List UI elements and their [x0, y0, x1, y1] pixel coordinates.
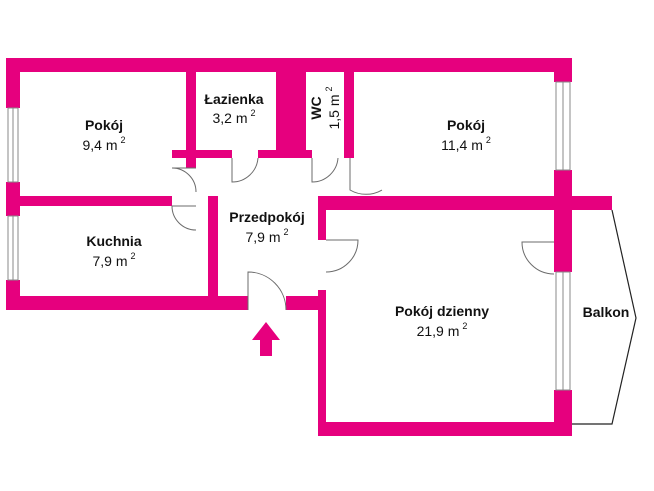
- room-name: Przedpokój: [229, 209, 304, 225]
- wall-left-upper: [6, 58, 20, 108]
- room-area: 1,5 m: [326, 95, 342, 130]
- wall-bottom-hall: [286, 296, 326, 310]
- room-name: Pokój: [447, 117, 485, 133]
- room-label-przedpokoj: Przedpokój 7,9 m 2: [229, 209, 304, 245]
- wall-bottom-left: [6, 296, 248, 310]
- wall-left-rooms-upper: [186, 58, 196, 168]
- svg-text:21,9 m2: 21,9 m2: [417, 321, 468, 339]
- door-pokoj-1: [171, 167, 197, 193]
- windows: [7, 81, 571, 391]
- room-name: WC: [308, 96, 324, 119]
- unit-exponent: 2: [251, 108, 256, 118]
- room-label-lazienka: Łazienka 3,2 m 2: [204, 91, 263, 126]
- wall-hall-top-left: [172, 150, 232, 158]
- doors: [171, 157, 555, 311]
- room-label-balkon: Balkon: [583, 304, 630, 320]
- room-label-pokoj-1: Pokój 9,4 m 2: [82, 117, 125, 153]
- unit-exponent: 2: [462, 321, 467, 331]
- door-kuchnia: [171, 205, 197, 231]
- wall-right-lower-door: [554, 242, 572, 272]
- door-lazienka: [231, 157, 259, 183]
- wall-lazienka-bottom: [258, 150, 306, 158]
- room-area: 7,9 m: [92, 253, 127, 269]
- wall-right-lower: [554, 390, 572, 436]
- door-wc: [311, 157, 339, 183]
- wall-pokoj-dzienny-top-right: [554, 196, 612, 210]
- room-name: Pokój: [85, 117, 123, 133]
- unit-exponent: 2: [284, 227, 289, 237]
- room-area: 21,9 m: [417, 323, 460, 339]
- room-label-wc: WC 1,5 m 2: [308, 86, 342, 129]
- door-balkon: [521, 241, 555, 275]
- room-name: Łazienka: [204, 91, 263, 107]
- room-label-kuchnia: Kuchnia 7,9 m 2: [86, 233, 141, 269]
- walls: [6, 58, 612, 436]
- room-name: Kuchnia: [86, 233, 141, 249]
- svg-text:7,9 m2: 7,9 m 2: [92, 251, 135, 269]
- svg-text:1,5 m2: 1,5 m 2: [324, 86, 342, 129]
- svg-text:11,4 m2: 11,4 m2: [441, 135, 491, 153]
- wall-left-rooms-lower: [208, 196, 218, 306]
- unit-exponent: 2: [324, 86, 334, 91]
- unit-exponent: 2: [131, 251, 136, 261]
- wall-wc-pokoj: [344, 58, 354, 158]
- unit-exponent: 2: [486, 135, 491, 145]
- room-name: Balkon: [583, 304, 630, 320]
- entrance-arrow-icon: [252, 322, 280, 356]
- room-area: 7,9 m: [245, 229, 280, 245]
- wall-bottom-right: [318, 422, 572, 436]
- wall-pokoj-dzienny-top: [318, 196, 554, 210]
- room-area: 9,4 m: [82, 137, 117, 153]
- wall-hall-dzienny-upper: [318, 196, 326, 240]
- balcony-outline: [572, 209, 637, 425]
- room-name: Pokój dzienny: [395, 303, 489, 319]
- wall-pokoj-kuchnia: [6, 196, 172, 206]
- door-entrance: [247, 271, 287, 311]
- svg-text:7,9 m2: 7,9 m 2: [245, 227, 288, 245]
- door-pokoj-2: [349, 158, 383, 195]
- wall-right-upper: [554, 58, 572, 82]
- svg-text:9,4 m2: 9,4 m 2: [82, 135, 125, 153]
- door-pokoj-dzienny: [325, 239, 359, 273]
- room-area: 11,4 m: [441, 137, 483, 153]
- svg-text:3,2 m2: 3,2 m 2: [212, 108, 255, 126]
- wall-wc-bottom: [306, 150, 312, 158]
- wall-hall-dzienny-lower: [318, 290, 326, 436]
- wall-lazienka-wc: [276, 58, 306, 158]
- unit-exponent: 2: [121, 135, 126, 145]
- room-area: 3,2 m: [212, 110, 247, 126]
